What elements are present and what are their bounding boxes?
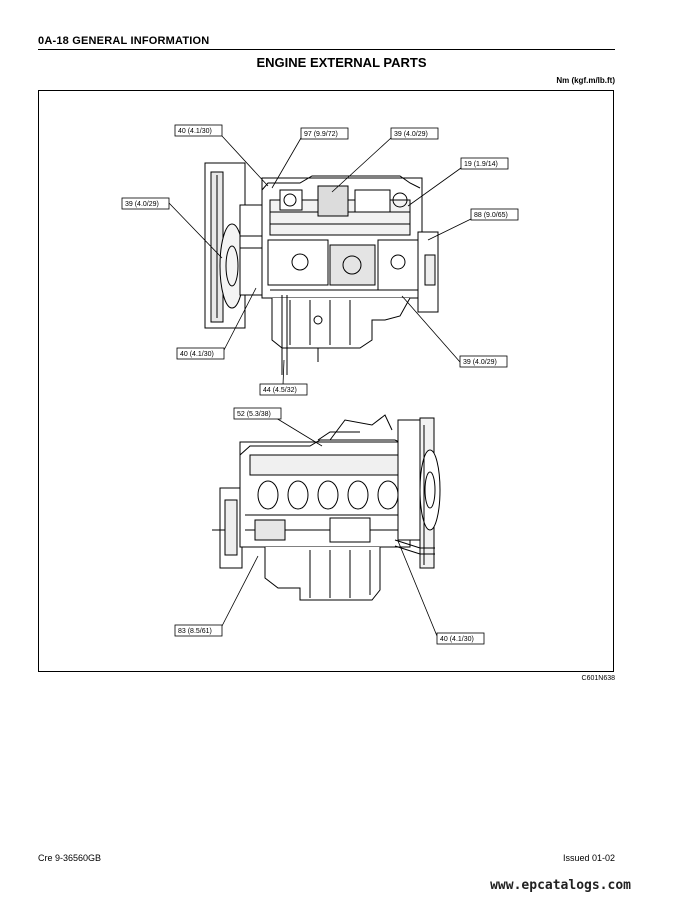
header-rule <box>38 49 615 50</box>
watermark: www.epcatalogs.com <box>490 878 631 893</box>
torque-label: 19 (1.9/14) <box>464 161 498 168</box>
torque-label: 40 (4.1/30) <box>180 351 214 358</box>
footer-issue: Issued 01-02 <box>562 853 615 863</box>
figure-frame <box>38 90 614 672</box>
torque-label: 39 (4.0/29) <box>125 201 159 208</box>
torque-label: 52 (5.3/38) <box>237 411 271 418</box>
torque-label: 44 (4.5/32) <box>263 387 297 394</box>
engine-side-view <box>212 414 441 601</box>
section-header: 0A-18 GENERAL INFORMATION <box>38 35 210 47</box>
leader-lines <box>168 135 472 637</box>
footer-doc-number: Cre 9-36560GB <box>38 853 102 863</box>
torque-label: 39 (4.0/29) <box>394 131 428 138</box>
page-title: ENGINE EXTERNAL PARTS <box>256 55 427 70</box>
torque-label: 83 (8.5/61) <box>178 628 212 635</box>
torque-labels: 40 (4.1/30) 97 (9.9/72) 39 (4.0/29) 19 (… <box>125 128 508 643</box>
torque-label: 39 (4.0/29) <box>463 359 497 366</box>
torque-label-boxes <box>121 124 519 645</box>
units-legend: Nm (kgf.m/lb.ft) <box>556 76 615 85</box>
figure-code: C601N638 <box>581 675 615 682</box>
torque-label: 88 (9.0/65) <box>474 212 508 219</box>
torque-label: 97 (9.9/72) <box>304 131 338 138</box>
engine-top-view <box>204 162 439 375</box>
torque-label: 40 (4.1/30) <box>440 636 474 643</box>
torque-label: 40 (4.1/30) <box>178 128 212 135</box>
